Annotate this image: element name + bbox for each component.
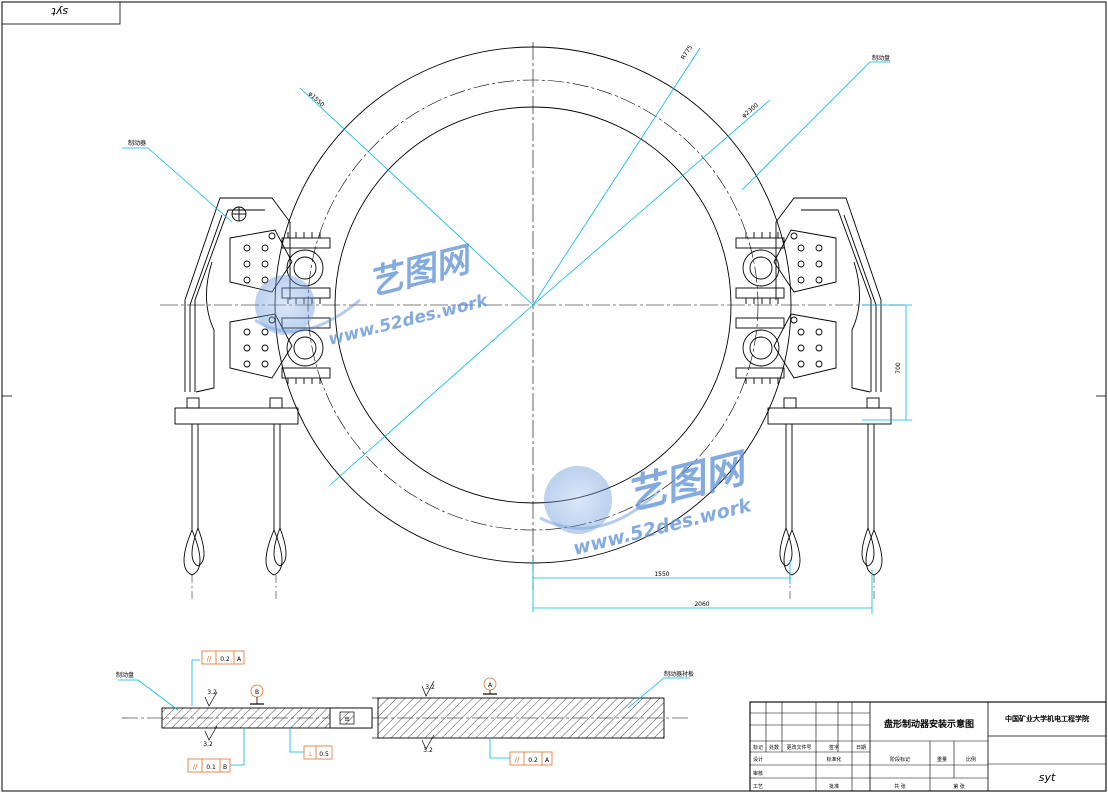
callout-bottom-right: 制动器衬板 [664, 670, 694, 678]
title-block-text: 盘形制动器安装示意图 中国矿业大学机电工程学院 syt 标记 处数 更改文件号 … [753, 714, 1089, 790]
svg-text:0.5: 0.5 [319, 751, 329, 758]
callout-right-top: 制动盘 [872, 54, 890, 62]
roughness-1: 3.2 [207, 689, 217, 696]
roughness-4: 3.2 [423, 747, 433, 754]
watermark-1: 艺图网 www.52des.work [254, 239, 491, 350]
svg-text:更改文件号: 更改文件号 [786, 744, 811, 751]
tolerance-frame-bottom-right: // 0.2 A [509, 751, 553, 766]
svg-text:0.2: 0.2 [528, 757, 538, 764]
leader-dia-mid [532, 99, 771, 306]
brake-assembly-left [174, 197, 331, 600]
svg-text:阶段标记: 阶段标记 [890, 756, 910, 763]
svg-text:⊥: ⊥ [307, 750, 313, 758]
roughness-3: 3.2 [425, 684, 435, 691]
svg-text:0.2: 0.2 [220, 656, 230, 663]
company-name: 中国矿业大学机电工程学院 [1005, 714, 1089, 723]
dim-1550: 1550 [654, 571, 669, 578]
svg-text:设计: 设计 [753, 756, 763, 763]
drawer-mark: syt [1039, 771, 1056, 784]
brake-assembly-right [735, 197, 892, 600]
main-view: 制动器 制动盘 R775 φ1550 φ2300 700 1550 2060 [122, 42, 912, 614]
callout-left-top: 制动器 [128, 139, 146, 147]
svg-text:批准: 批准 [829, 783, 839, 790]
watermark-2: 艺图网 www.52des.work [539, 445, 755, 560]
dimension-lines [122, 47, 912, 614]
corner-stamp-text: syt [51, 5, 68, 18]
datum-a-symbol: A [483, 677, 497, 695]
svg-text:工艺: 工艺 [753, 784, 763, 790]
svg-text:A: A [545, 757, 550, 764]
drawing-title: 盘形制动器安装示意图 [884, 718, 974, 730]
leader-r775 [532, 47, 701, 306]
svg-text:日期: 日期 [856, 745, 866, 751]
svg-text:比例: 比例 [966, 756, 976, 763]
dim-700: 700 [895, 362, 902, 374]
leader-dia-outer [299, 87, 534, 306]
svg-text://: // [207, 655, 212, 663]
svg-text:第 张: 第 张 [953, 783, 965, 790]
svg-text:签字: 签字 [829, 744, 839, 751]
svg-text:0.1: 0.1 [206, 764, 216, 771]
svg-text:www.52des.work: www.52des.work [326, 290, 491, 349]
tolerance-frame-top-left: // 0.2 A [201, 650, 245, 665]
svg-text:艺图网: 艺图网 [365, 239, 478, 304]
svg-text:重量: 重量 [937, 756, 947, 763]
thickness-mark: ≡ [344, 715, 350, 723]
disc-inner-circle [334, 106, 732, 504]
tolerance-frame-mid: ⊥ 0.5 [303, 745, 333, 760]
callout-dia-outer: φ1550 [307, 90, 326, 108]
leader-right-top [741, 61, 890, 191]
leader-left-top [122, 147, 233, 223]
section-part-right [377, 697, 665, 739]
callout-bottom-left: 制动盘 [116, 671, 134, 679]
svg-text:B: B [255, 689, 259, 696]
tolerance-frame-bottom-left: // 0.1 B [187, 758, 231, 773]
roughness-marks [204, 680, 435, 750]
svg-text:B: B [223, 764, 227, 771]
svg-text:A: A [237, 656, 242, 663]
svg-text:审核: 审核 [753, 770, 763, 777]
svg-text://: // [515, 756, 520, 764]
corner-stamp: syt [1, 1, 121, 25]
svg-text://: // [193, 763, 198, 771]
svg-text:A: A [488, 682, 493, 689]
section-detail: 制动盘 制动器衬板 // 0.2 A // 0.1 B ⊥ 0.5 [116, 650, 694, 773]
svg-text:共 张: 共 张 [894, 783, 906, 790]
roughness-2: 3.2 [203, 741, 213, 748]
svg-text:标准化: 标准化 [826, 756, 841, 763]
svg-text:处数: 处数 [769, 744, 779, 751]
svg-text:标记: 标记 [753, 744, 763, 751]
dim-2060: 2060 [694, 601, 709, 608]
title-block [749, 701, 1107, 792]
callout-r775: R775 [680, 44, 694, 61]
datum-b-symbol: B [250, 684, 264, 705]
